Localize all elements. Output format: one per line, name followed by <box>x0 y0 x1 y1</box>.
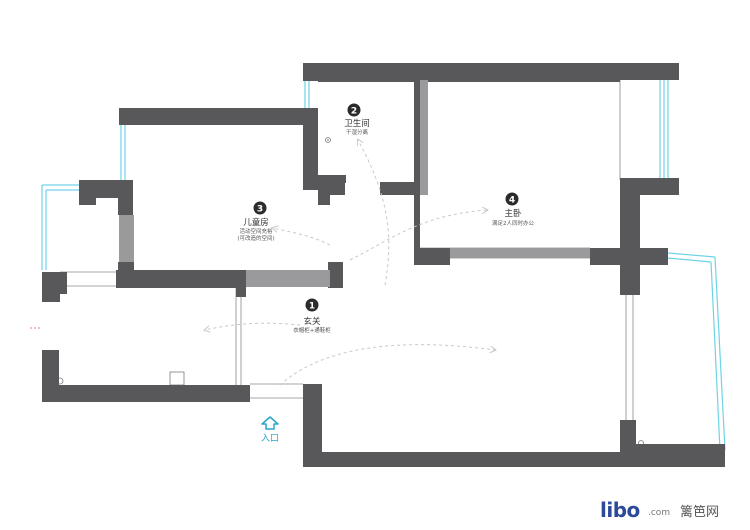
watermark: libo .com 篱笆网 <box>600 498 719 522</box>
wall-bath-stub <box>328 262 343 288</box>
window-left-top <box>41 184 80 270</box>
entrance-label: 入口 <box>261 433 279 444</box>
wall-bedroom-bottom-light <box>450 248 590 258</box>
watermark-name: 篱笆网 <box>680 504 719 520</box>
wall-top <box>303 63 679 82</box>
svg-text:2: 2 <box>351 107 357 117</box>
window-master-bedroom <box>659 80 669 178</box>
badge-2: 2 <box>347 103 361 117</box>
window-balcony <box>667 252 726 451</box>
window-child-room <box>120 125 126 190</box>
svg-text:1: 1 <box>309 302 315 312</box>
watermark-domain: .com <box>648 508 670 518</box>
wall-bottom <box>303 384 725 467</box>
wall-left-upper <box>79 180 133 215</box>
svg-text:4: 4 <box>509 196 515 206</box>
window-bathroom <box>304 78 310 108</box>
wall-cross <box>590 178 679 295</box>
wall-child-top <box>119 108 318 125</box>
room-name-master: 主卧 <box>504 208 522 219</box>
wall-child-left-light <box>119 215 134 270</box>
wall-bath-left <box>303 108 345 205</box>
badge-3: 3 <box>253 201 267 215</box>
wall-child-bottom-light <box>246 270 330 287</box>
flow-to-living <box>279 344 495 386</box>
room-label-master: 4 主卧 满足2人同时办公 <box>492 192 534 227</box>
wall-bath-bedroom <box>414 80 420 240</box>
watermark-logo: libo <box>600 498 640 522</box>
badge-4: 4 <box>505 192 519 206</box>
entrance-marker: 入口 <box>261 416 279 444</box>
wall-child-bottom <box>116 270 246 288</box>
wall-bath-shelf <box>380 182 420 195</box>
wall-top-left-cap <box>303 63 318 81</box>
room-sub-bathroom: 干湿分离 <box>346 128 369 136</box>
room-label-bathroom: 2 卫生间 干湿分离 <box>344 103 370 136</box>
wall-bedroom-bottom-left <box>414 240 450 265</box>
flow-to-foyer <box>205 322 301 330</box>
walls <box>42 63 725 467</box>
wall-foyer-bottom <box>42 385 250 402</box>
room-sub-master: 满足2人同时办公 <box>492 219 534 227</box>
svg-text:3: 3 <box>257 205 263 215</box>
flow-to-child <box>273 228 331 246</box>
room-label-foyer: 1 玄关 衣帽柜+通鞋柜 <box>293 298 331 334</box>
flow-to-bathroom <box>358 140 390 286</box>
room-sub-child: 活动空间充裕 <box>239 227 273 235</box>
circulation-flows <box>205 140 495 386</box>
windows <box>41 78 726 451</box>
room-sub-foyer: 衣帽柜+通鞋柜 <box>293 326 331 334</box>
badge-1: 1 <box>305 298 319 312</box>
room-name-foyer: 玄关 <box>303 316 321 327</box>
room-name-bathroom: 卫生间 <box>344 118 370 129</box>
room-label-child: 3 儿童房 活动空间充裕 (可改造的空间) <box>237 201 275 242</box>
room-name-child: 儿童房 <box>243 217 269 228</box>
room-sub2-child: (可改造的空间) <box>237 234 274 242</box>
entrance-arrow-icon <box>261 416 279 430</box>
